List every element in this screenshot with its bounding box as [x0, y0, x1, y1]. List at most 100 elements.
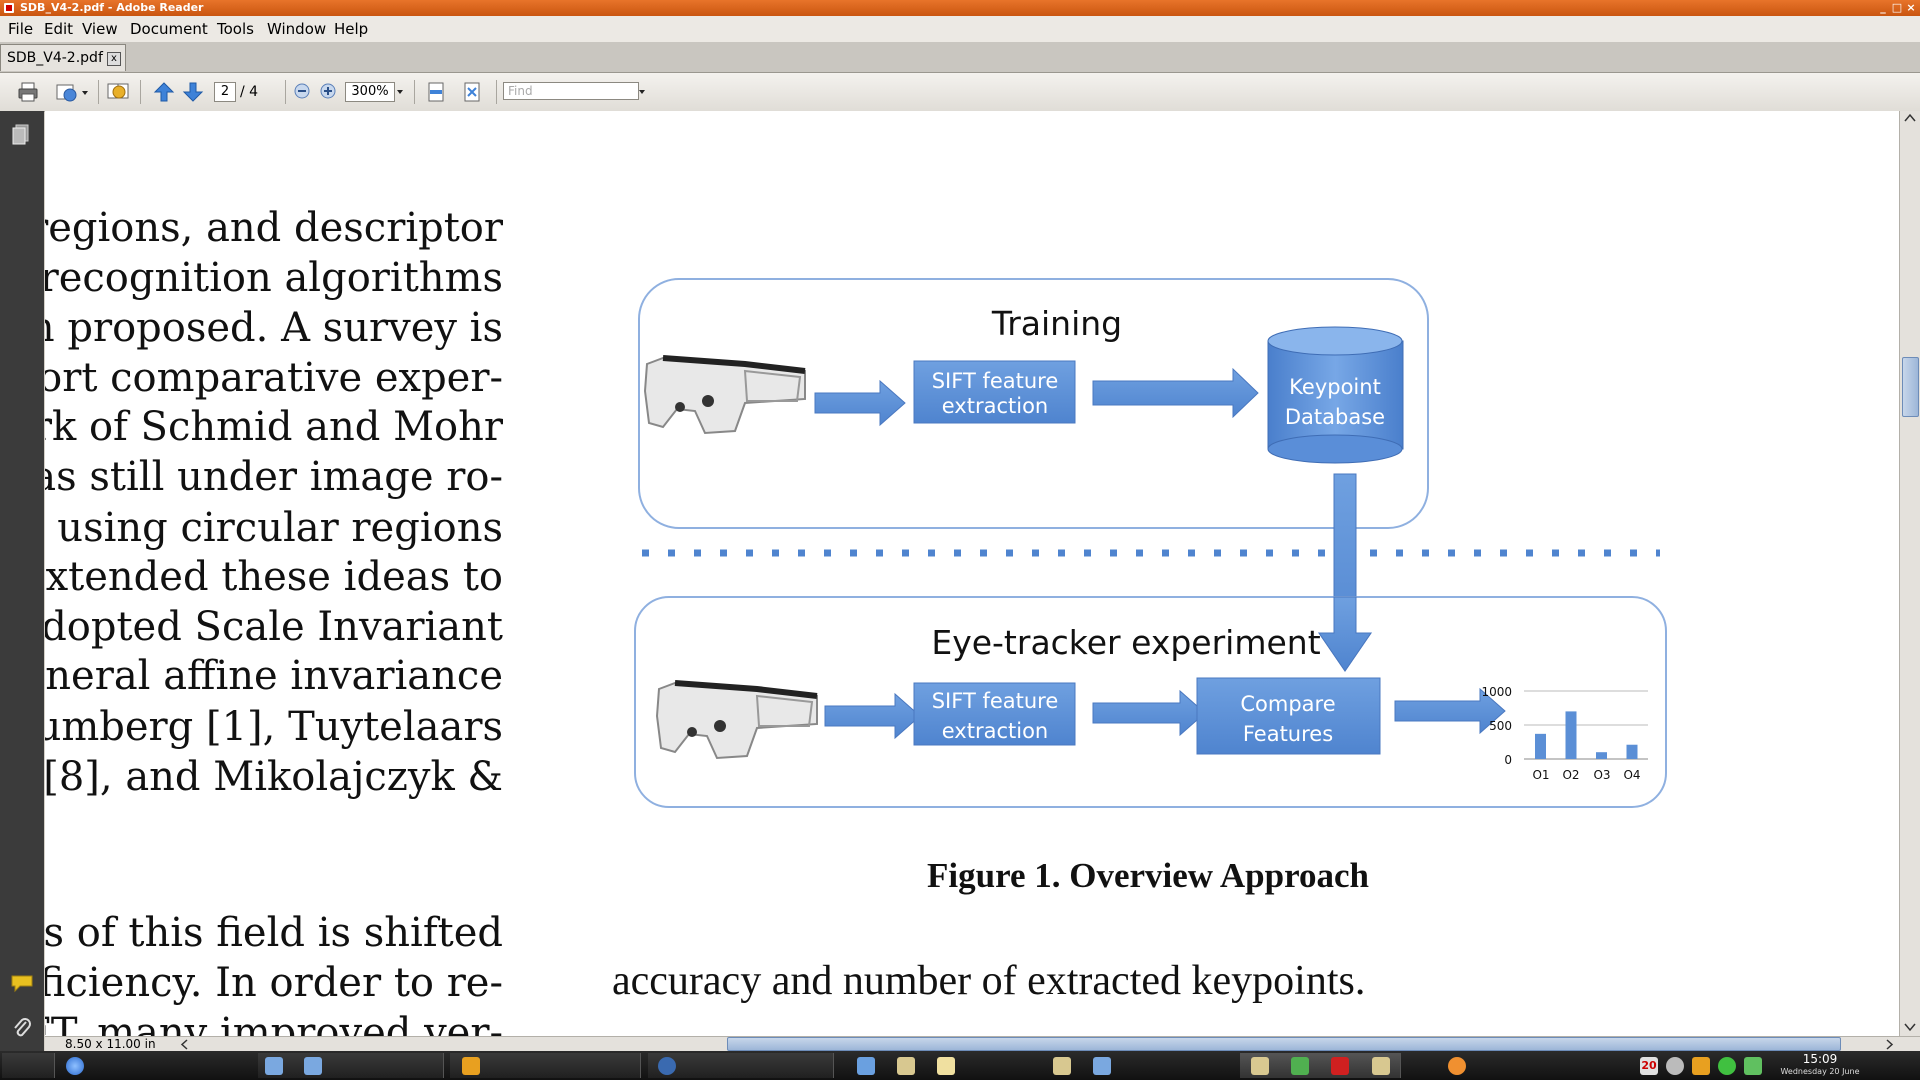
- previous-page-button[interactable]: [152, 80, 176, 104]
- clock-time: 15:09: [1802, 1052, 1838, 1066]
- zoom-dropdown-icon[interactable]: [397, 90, 403, 94]
- window-icon[interactable]: [304, 1057, 322, 1075]
- package-icon[interactable]: [857, 1057, 875, 1075]
- eye-tracker-glasses-image: [655, 680, 818, 760]
- close-tab-icon[interactable]: x: [107, 52, 121, 66]
- fit-width-button[interactable]: [424, 80, 448, 104]
- text-line: n proposed. A survey is: [45, 305, 503, 351]
- menu-help[interactable]: Help: [334, 20, 369, 38]
- folder-icon[interactable]: [1053, 1057, 1071, 1075]
- zoom-in-icon: [320, 83, 336, 99]
- next-page-button[interactable]: [181, 80, 205, 104]
- compare-line1: Compare: [1240, 692, 1335, 716]
- chart-x-label: O4: [1623, 768, 1640, 782]
- print-button[interactable]: [16, 80, 40, 104]
- training-sift-box: [913, 360, 1076, 424]
- zoom-input[interactable]: 300%: [345, 82, 395, 102]
- taskbar-button[interactable]: [450, 1053, 641, 1078]
- print-icon: [18, 82, 38, 102]
- zoom-out-icon: [294, 83, 310, 99]
- zoom-out-button[interactable]: [293, 82, 311, 100]
- maximize-button[interactable]: □: [1891, 1, 1903, 14]
- training-sift-line2: extraction: [942, 394, 1049, 418]
- scroll-down-icon[interactable]: [1904, 1022, 1916, 1032]
- network-icon[interactable]: [658, 1057, 676, 1075]
- arrow-right-icon: [1092, 367, 1259, 419]
- menu-window[interactable]: Window: [267, 20, 327, 38]
- arrow-right-icon: [824, 692, 921, 740]
- experiment-sift-line1: SIFT feature: [932, 689, 1059, 713]
- clock[interactable]: 15:09 Wednesday 20 June: [1775, 1053, 1865, 1079]
- tools-icon[interactable]: [462, 1057, 480, 1075]
- minimize-button[interactable]: _: [1880, 1, 1886, 14]
- collaborate-button[interactable]: [106, 80, 130, 104]
- folder-icon[interactable]: [897, 1057, 915, 1075]
- chart-y-tick: 500: [1489, 719, 1512, 733]
- menu-edit[interactable]: Edit: [44, 20, 74, 38]
- window-icon[interactable]: [1093, 1057, 1111, 1075]
- document-tab[interactable]: SDB_V4-2.pdf x: [0, 44, 126, 71]
- text-line: extended these ideas to: [45, 554, 503, 600]
- vertical-scrollbar[interactable]: [1899, 111, 1920, 1036]
- app-icon[interactable]: [1291, 1057, 1309, 1075]
- chart-bar-o3: [1596, 752, 1607, 759]
- comments-icon[interactable]: [10, 973, 34, 993]
- vertical-scroll-thumb[interactable]: [1902, 357, 1919, 417]
- taskbar-button[interactable]: [648, 1053, 834, 1078]
- horizontal-scroll-thumb[interactable]: [727, 1037, 1841, 1051]
- tools-icon[interactable]: [1692, 1057, 1710, 1075]
- pdf-icon[interactable]: [1331, 1057, 1349, 1075]
- page-total-value: 4: [249, 84, 259, 100]
- experiment-sift-box: [913, 682, 1076, 746]
- folder-icon[interactable]: [1251, 1057, 1269, 1075]
- browser-icon[interactable]: [66, 1057, 84, 1075]
- taskbar-button[interactable]: [2, 1053, 55, 1078]
- taskbar-button[interactable]: [258, 1053, 444, 1078]
- toolbar-separator: [98, 80, 99, 104]
- text-line: ork of Schmid and Mohr: [45, 404, 503, 450]
- menu-view[interactable]: View: [82, 20, 118, 38]
- experiment-sift-line2: extraction: [942, 719, 1049, 743]
- calendar-icon[interactable]: 20: [1640, 1057, 1658, 1075]
- find-dropdown-icon[interactable]: [639, 90, 645, 94]
- chart-x-label: O1: [1532, 768, 1549, 782]
- network-status-icon[interactable]: [1744, 1057, 1762, 1075]
- zoom-in-button[interactable]: [319, 82, 337, 100]
- arrow-up-icon: [153, 82, 175, 102]
- moon-icon[interactable]: [1448, 1057, 1466, 1075]
- scroll-left-icon[interactable]: [180, 1039, 190, 1050]
- scroll-up-icon[interactable]: [1904, 113, 1916, 123]
- chart-bar-o4: [1626, 744, 1638, 759]
- chart-x-label: O3: [1593, 768, 1610, 782]
- find-input[interactable]: Find: [503, 82, 639, 100]
- attachments-icon[interactable]: [12, 1016, 32, 1040]
- chart-x-label: O2: [1562, 768, 1579, 782]
- check-icon[interactable]: [1718, 1057, 1736, 1075]
- experiment-label: Eye-tracker experiment: [931, 623, 1320, 662]
- arrow-right-icon: [1394, 687, 1506, 735]
- menu-tools[interactable]: Tools: [217, 20, 254, 38]
- email-dropdown-icon[interactable]: [82, 91, 88, 95]
- menu-file[interactable]: File: [8, 20, 34, 38]
- collaborate-icon: [107, 83, 129, 99]
- text-line: adopted Scale Invariant: [45, 604, 503, 650]
- scroll-right-icon[interactable]: [1884, 1039, 1894, 1050]
- toolbar-separator: [414, 80, 415, 104]
- page-number-input[interactable]: 2: [214, 82, 236, 102]
- fit-page-icon: [464, 82, 480, 102]
- pages-icon[interactable]: [12, 124, 30, 146]
- text-line: was still under image ro-: [45, 454, 503, 500]
- menu-document[interactable]: Document: [130, 20, 208, 38]
- close-button[interactable]: ×: [1906, 1, 1916, 14]
- email-button[interactable]: [54, 80, 78, 104]
- fit-page-button[interactable]: [460, 80, 484, 104]
- document-view[interactable]: e regions, and descriptor ct recognition…: [45, 111, 1899, 1036]
- page-total: / 4: [240, 82, 258, 102]
- editor-icon[interactable]: [937, 1057, 955, 1075]
- folder-icon[interactable]: [1372, 1057, 1390, 1075]
- weather-icon[interactable]: [1666, 1057, 1684, 1075]
- window-icon[interactable]: [265, 1057, 283, 1075]
- window-title: SDB_V4-2.pdf - Adobe Reader: [20, 1, 204, 14]
- text-line: Baumberg [1], Tuytelaars: [45, 704, 503, 750]
- compare-features-box: [1196, 677, 1381, 755]
